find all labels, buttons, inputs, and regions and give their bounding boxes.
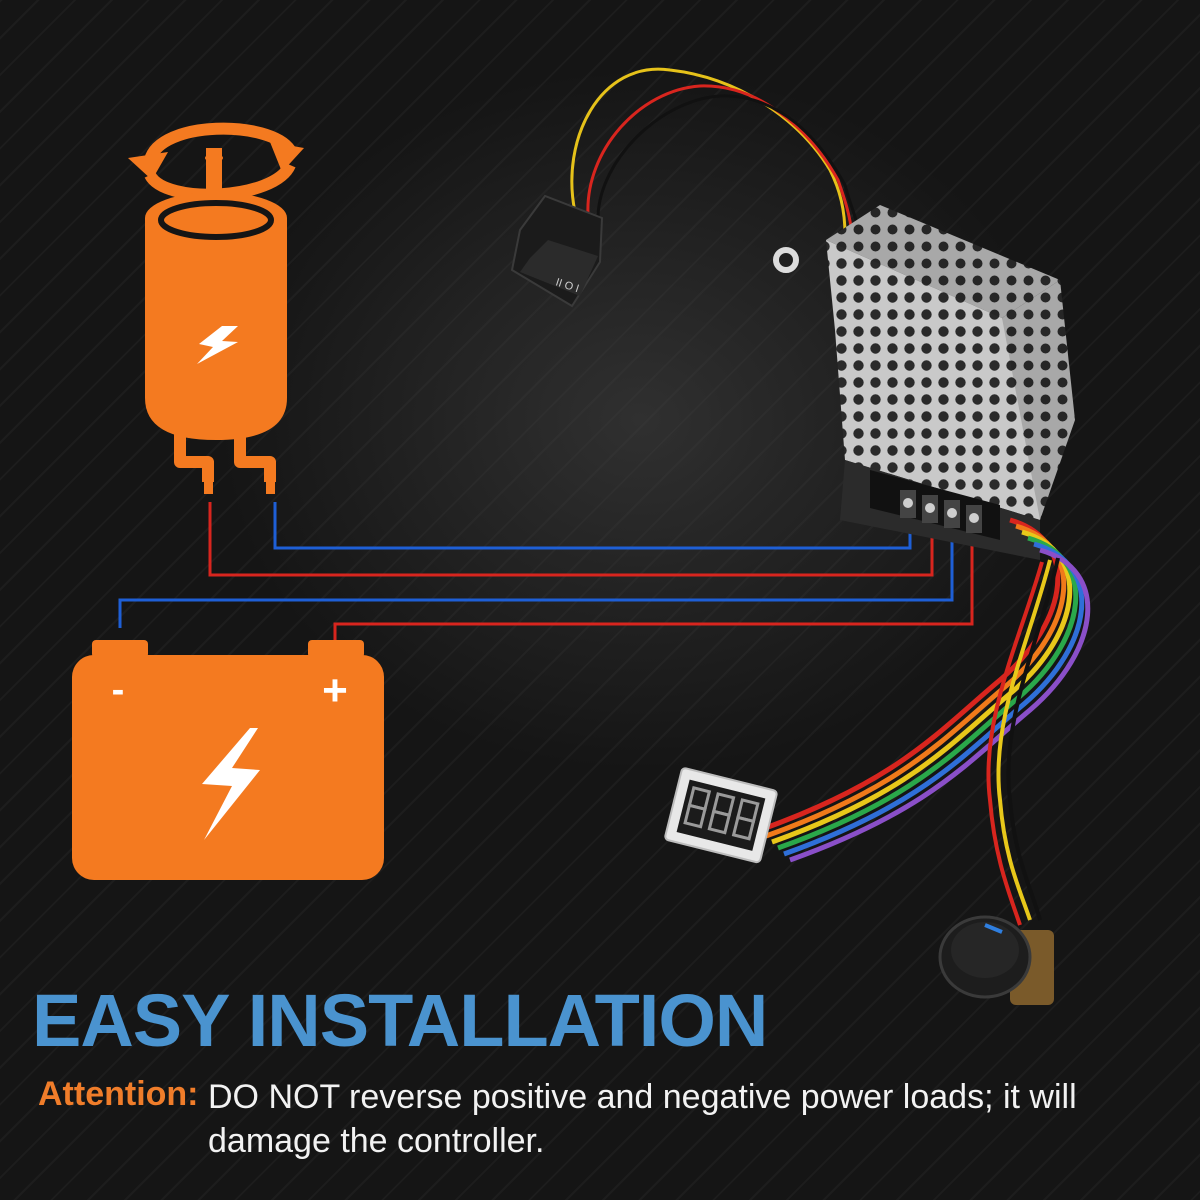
lightning-bolt-icon xyxy=(197,326,238,364)
battery-positive-symbol: + xyxy=(322,666,348,715)
wiring-lines xyxy=(118,502,974,648)
page-title: EASY INSTALLATION xyxy=(32,979,768,1062)
lightning-bolt-icon xyxy=(202,728,260,840)
battery-icon: - + xyxy=(72,640,384,880)
washer xyxy=(773,247,799,273)
battery-negative-symbol: - xyxy=(112,669,125,711)
speed-controller-module xyxy=(826,205,1075,560)
potentiometer-wires xyxy=(986,557,1060,926)
led-voltage-display xyxy=(664,767,778,864)
attention-message: DO NOT reverse positive and negative pow… xyxy=(208,1078,1077,1160)
switch-wires xyxy=(570,67,862,241)
rocker-switch: II O I xyxy=(510,194,604,308)
attention-label: Attention: xyxy=(38,1075,199,1113)
potentiometer-knob xyxy=(938,915,1054,1005)
motor-icon xyxy=(128,122,304,494)
